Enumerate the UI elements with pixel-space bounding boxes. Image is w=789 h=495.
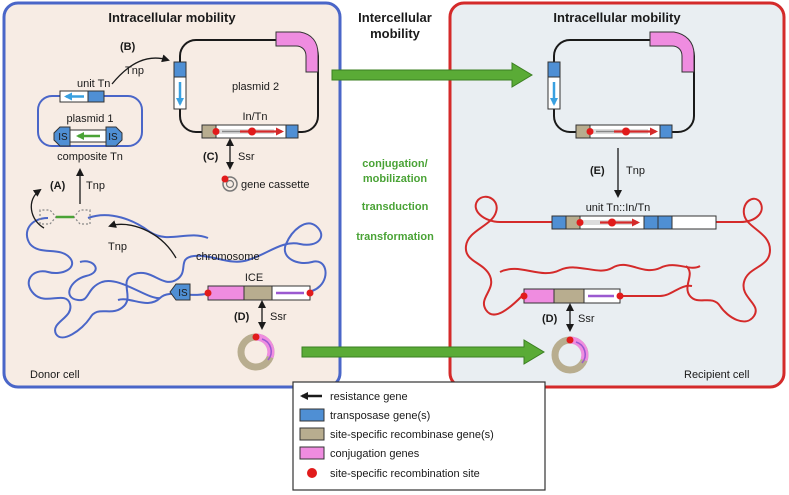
recipient-ice (520, 288, 624, 304)
step-d-recipient-label: (D) (542, 313, 558, 325)
transfer-arrow-ice (301, 339, 545, 365)
legend-site-icon (307, 468, 317, 478)
intercellular-title-line2: mobility (370, 26, 421, 41)
legend-item-recombinase: site-specific recombinase gene(s) (330, 429, 494, 441)
ssr-d-donor-label: Ssr (270, 311, 287, 323)
step-b-label: (B) (120, 41, 136, 53)
plasmid-2-conjugation-genes (275, 31, 319, 73)
recipient-plasmid-conjugation-genes (649, 31, 695, 73)
gene-cassette (221, 175, 238, 192)
plasmid-1-label: plasmid 1 (66, 113, 113, 125)
is-chromosome-label: IS (178, 288, 188, 299)
legend: resistance gene transposase gene(s) site… (292, 381, 546, 491)
gene-cassette-label: gene cassette (241, 179, 310, 191)
legend-item-transposase: transposase gene(s) (330, 410, 430, 422)
transfer-transformation: transformation (356, 231, 434, 243)
recipient-cell-label: Recipient cell (684, 369, 749, 381)
excised-transposon-gap (39, 209, 91, 225)
recipient-ice-circle (551, 336, 589, 374)
transfer-mobilization: mobilization (363, 173, 427, 185)
arrow-chromosome-tnp (108, 220, 177, 259)
recipient-chromosome (464, 195, 772, 323)
in-tn-transposase-box (285, 124, 299, 139)
is-element-left (53, 126, 71, 147)
transfer-arrow-plasmid (331, 62, 533, 88)
tnp-chromosome-label: Tnp (108, 241, 127, 253)
plasmid-2-label: plasmid 2 (232, 81, 279, 93)
is-label-left: IS (58, 132, 68, 143)
is-label-right: IS (108, 132, 118, 143)
is-element-chromosome (169, 283, 191, 301)
intercellular-title-line1: Intercellular (358, 10, 432, 25)
donor-cell-label: Donor cell (30, 369, 80, 381)
transfer-conjugation: conjugation/ (362, 158, 427, 170)
ssr-d-recipient-label: Ssr (578, 313, 595, 325)
chromosome-label: chromosome (196, 251, 260, 263)
tnp-e-label: Tnp (626, 165, 645, 177)
legend-item-conjugation: conjugation genes (330, 448, 420, 460)
tnp-b-label: Tnp (125, 65, 144, 77)
recipient-plasmid (547, 31, 695, 139)
legend-transposase-icon (299, 408, 325, 422)
step-d-donor-label: (D) (234, 311, 250, 323)
arrow-b (111, 54, 170, 85)
is-element-right (105, 126, 123, 147)
legend-conjugation-icon (299, 446, 325, 460)
in-tn-label: In/Tn (242, 111, 267, 123)
arrow-chromosome-to-plasmid (30, 188, 45, 229)
transfer-transduction: transduction (362, 201, 429, 213)
plasmid-2-transposase-box (173, 61, 187, 78)
donor-ice-circle (237, 333, 275, 371)
in-tn-site-1 (212, 128, 220, 135)
unit-tn-in-tn-label: unit Tn::In/Tn (586, 202, 651, 214)
legend-recombinase-icon (299, 427, 325, 441)
in-tn-site-2 (248, 127, 256, 136)
donor-chromosome (25, 217, 327, 339)
unit-tn-transposase-box (87, 90, 105, 103)
tnp-a-label: Tnp (86, 180, 105, 192)
unit-tn-label: unit Tn (77, 78, 110, 90)
plasmid-2 (173, 31, 319, 139)
legend-item-resistance: resistance gene (330, 391, 408, 403)
recipient-cell-panel (448, 1, 786, 389)
step-a-label: (A) (50, 180, 66, 192)
step-e-label: (E) (590, 165, 605, 177)
plasmid-1 (37, 90, 143, 147)
ssr-c-label: Ssr (238, 151, 255, 163)
donor-title: Intracellular mobility (108, 10, 236, 25)
step-c-label: (C) (203, 151, 219, 163)
composite-tn-label: composite Tn (57, 151, 123, 163)
ice-label: ICE (245, 272, 263, 284)
recipient-title: Intracellular mobility (553, 10, 681, 25)
donor-ice (204, 285, 314, 301)
recipient-unit-tn-in-tn (551, 215, 717, 230)
legend-item-site: site-specific recombination site (330, 468, 480, 480)
